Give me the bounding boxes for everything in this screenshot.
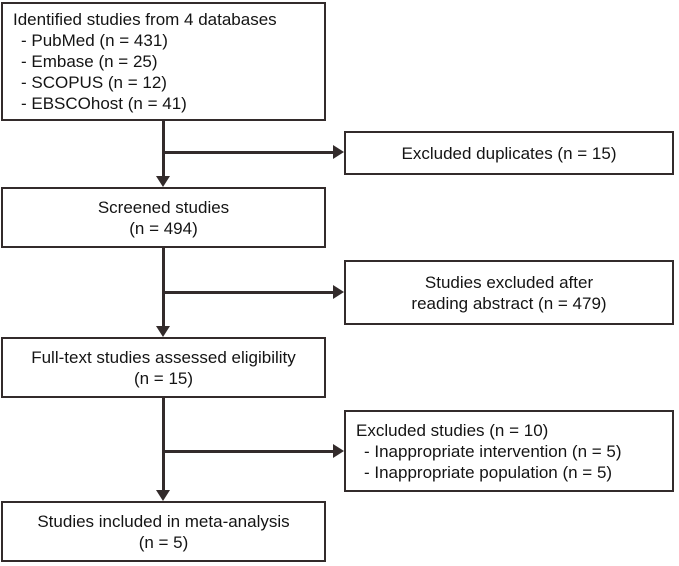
box-screened-studies: Screened studies (n = 494) <box>1 187 326 248</box>
connector-screened-to-fulltext <box>162 248 165 331</box>
included-count: (n = 5) <box>138 532 189 552</box>
box-fulltext-assessed: Full-text studies assessed eligibility (… <box>1 337 326 398</box>
screened-count: (n = 494) <box>129 218 198 238</box>
connector-fulltext-to-included <box>162 398 165 495</box>
arrowhead-screened-to-abstract-excluded <box>333 285 344 299</box>
box-excluded-after-abstract: Studies excluded after reading abstract … <box>344 260 674 325</box>
box-excluded-fulltext: Excluded studies (n = 10) - Inappropriat… <box>344 410 674 492</box>
arrowhead-fulltext-to-included <box>156 490 170 501</box>
excluded-fulltext-title: Excluded studies (n = 10) <box>356 420 549 440</box>
excluded-fulltext-reason-intervention: - Inappropriate intervention (n = 5) <box>364 441 622 461</box>
identified-source-pubmed: - PubMed (n = 431) <box>21 31 168 50</box>
connector-screened-to-abstract-excluded <box>162 291 337 294</box>
identified-source-scopus: - SCOPUS (n = 12) <box>21 73 167 92</box>
arrowhead-fulltext-to-excluded <box>333 444 344 458</box>
arrowhead-identified-to-duplicates <box>333 145 344 159</box>
excluded-duplicates-label: Excluded duplicates (n = 15) <box>401 143 617 163</box>
fulltext-count: (n = 15) <box>133 368 194 388</box>
screened-title: Screened studies <box>97 197 230 217</box>
identified-source-ebscohost: - EBSCOhost (n = 41) <box>21 94 187 113</box>
box-excluded-duplicates: Excluded duplicates (n = 15) <box>344 131 674 175</box>
connector-identified-to-duplicates <box>162 151 337 154</box>
included-title: Studies included in meta-analysis <box>37 511 290 531</box>
identified-source-embase: - Embase (n = 25) <box>21 52 158 71</box>
arrowhead-screened-to-fulltext <box>156 326 170 337</box>
box-included-meta-analysis: Studies included in meta-analysis (n = 5… <box>1 501 326 562</box>
box-identified-studies: Identified studies from 4 databases - Pu… <box>1 2 326 121</box>
excluded-abstract-line-1: Studies excluded after <box>424 272 594 292</box>
arrowhead-identified-to-screened <box>156 176 170 187</box>
connector-fulltext-to-excluded <box>162 450 337 453</box>
excluded-abstract-line-2: reading abstract (n = 479) <box>411 293 607 313</box>
excluded-fulltext-reason-population: - Inappropriate population (n = 5) <box>364 462 613 482</box>
identified-title: Identified studies from 4 databases <box>13 10 277 29</box>
fulltext-title: Full-text studies assessed eligibility <box>31 347 296 367</box>
